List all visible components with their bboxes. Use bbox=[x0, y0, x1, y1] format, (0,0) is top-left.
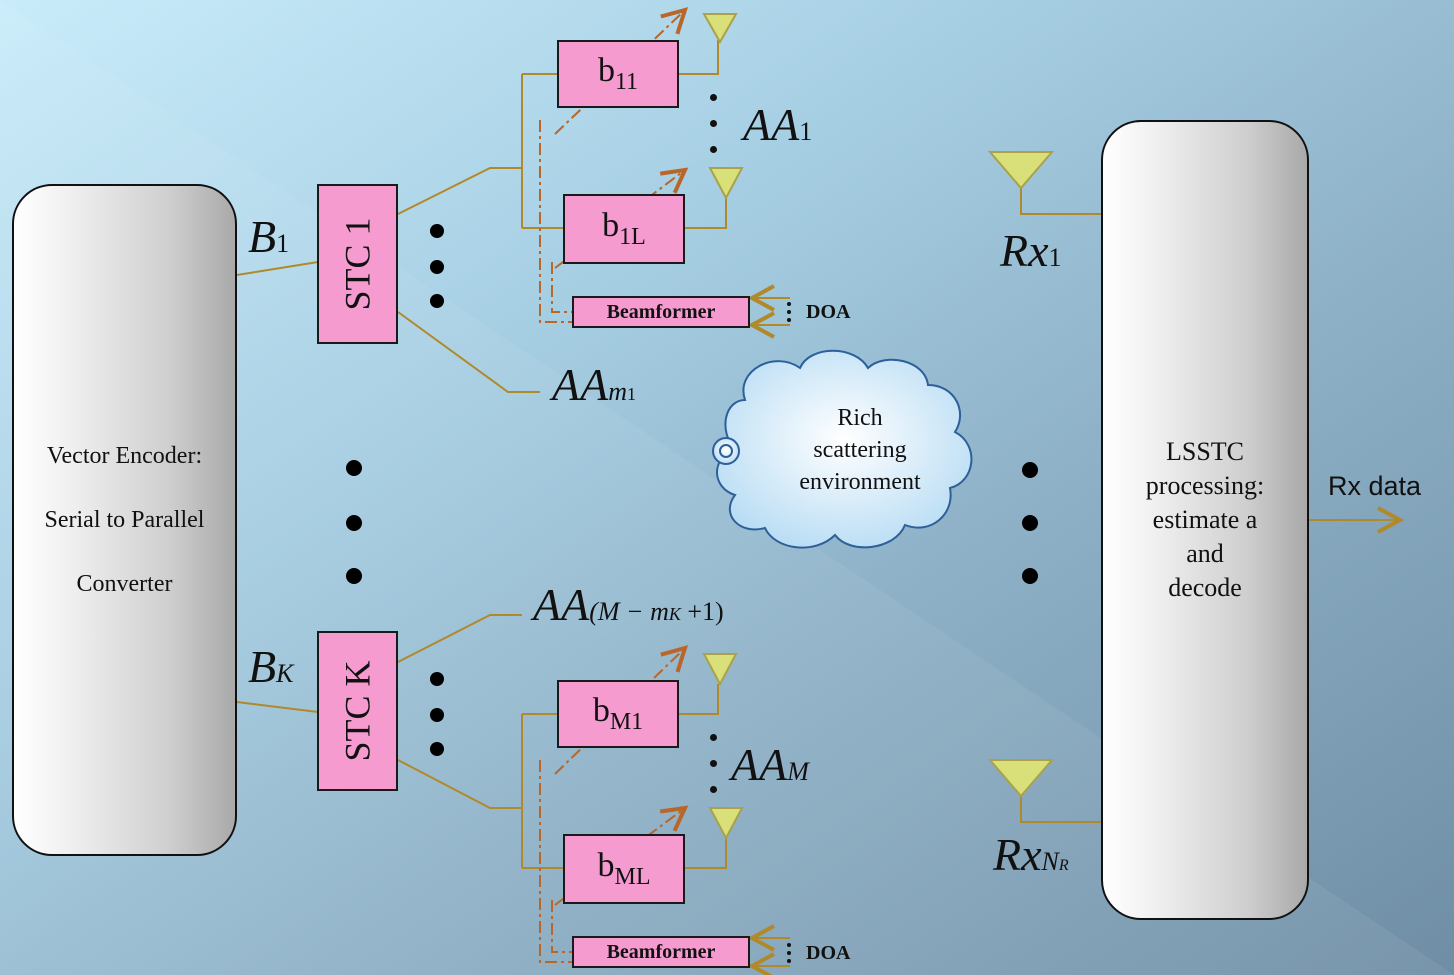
ellipsis-dot bbox=[710, 760, 717, 767]
weight-b1l-block: b1L bbox=[563, 194, 685, 264]
ellipsis-dot bbox=[1022, 462, 1038, 478]
wiring bbox=[236, 40, 1400, 966]
lsstc-processing-block: LSSTC processing: estimate a and decode bbox=[1101, 120, 1309, 920]
rx-data-label: Rx data bbox=[1328, 471, 1422, 501]
ellipsis-dot bbox=[430, 224, 444, 238]
stream-bk-label: BK bbox=[248, 641, 294, 692]
ellipsis-dot bbox=[787, 310, 791, 314]
beamformer-1-label: Beamformer bbox=[606, 300, 716, 323]
lsstc-line-2: processing: bbox=[1145, 471, 1265, 500]
ellipsis-dot bbox=[430, 742, 444, 756]
stc-1-block: STC 1 bbox=[317, 184, 398, 344]
lsstc-line-3: estimate a bbox=[1152, 505, 1258, 534]
antenna-array-aamk-label: AA(M − mK +1) bbox=[533, 579, 724, 630]
stc-k-block: STC K bbox=[317, 631, 398, 791]
antenna-array-aa1-label: AA1 bbox=[743, 99, 813, 150]
ellipsis-dot bbox=[787, 318, 791, 322]
beamformer-1-block: Beamformer bbox=[572, 296, 750, 328]
cloud-line-1: Rich bbox=[837, 405, 883, 431]
cloud-label: Rich scattering environment bbox=[770, 402, 950, 498]
ellipsis-dot bbox=[430, 294, 444, 308]
encoder-line-3: Converter bbox=[76, 571, 173, 597]
beamformer-k-label: Beamformer bbox=[606, 940, 716, 963]
stc-1-label: STC 1 bbox=[337, 217, 378, 311]
ellipsis-dot bbox=[346, 460, 362, 476]
stream-b1-label: B1 bbox=[248, 211, 290, 262]
rx-1-label: Rx1 bbox=[1000, 225, 1062, 276]
ellipsis-dot bbox=[710, 786, 717, 793]
vector-encoder-block: Vector Encoder: Serial to Parallel Conve… bbox=[12, 184, 237, 856]
weight-bm1-block: bM1 bbox=[557, 680, 679, 748]
antenna-icons bbox=[702, 13, 1055, 841]
antenna-array-aam1-label: AAm1 bbox=[552, 359, 636, 410]
ellipsis-dot bbox=[787, 302, 791, 306]
antenna-array-aam-label: AAM bbox=[731, 739, 809, 790]
ellipsis-dot bbox=[346, 515, 362, 531]
weight-b11-block: b11 bbox=[557, 40, 679, 108]
lsstc-line-5: decode bbox=[1168, 573, 1242, 602]
encoder-line-1: Vector Encoder: bbox=[46, 443, 203, 469]
weight-b1l-label: b1L bbox=[602, 207, 646, 250]
rx-nr-label: RxNR bbox=[993, 829, 1069, 880]
ellipsis-dot bbox=[710, 146, 717, 153]
ellipsis-dot bbox=[787, 951, 791, 955]
ellipsis-dot bbox=[710, 120, 717, 127]
ellipsis-dot bbox=[787, 959, 791, 963]
ellipsis-dot bbox=[430, 672, 444, 686]
weight-bm1-label: bM1 bbox=[592, 692, 644, 735]
scattering-cloud bbox=[712, 349, 973, 549]
ellipsis-dot bbox=[1022, 515, 1038, 531]
encoder-line-2: Serial to Parallel bbox=[44, 507, 205, 533]
doa-label-k: DOA bbox=[806, 942, 851, 964]
beamformer-k-block: Beamformer bbox=[572, 936, 750, 968]
ellipsis-dot bbox=[346, 568, 362, 584]
doa-label-1: DOA bbox=[806, 301, 851, 323]
ellipsis-dot bbox=[710, 734, 717, 741]
weight-bml-label: bML bbox=[597, 847, 651, 890]
ellipsis-dot bbox=[710, 94, 717, 101]
ellipsis-dot bbox=[430, 260, 444, 274]
weight-bml-block: bML bbox=[563, 834, 685, 904]
ellipsis-dot bbox=[1022, 568, 1038, 584]
lsstc-line-4: and bbox=[1186, 539, 1224, 568]
cloud-line-3: environment bbox=[799, 469, 921, 495]
cloud-line-2: scattering bbox=[813, 437, 907, 463]
stc-k-label: STC K bbox=[337, 660, 378, 762]
weight-b11-label: b11 bbox=[597, 52, 639, 95]
ellipsis-dot bbox=[430, 708, 444, 722]
ellipsis-dot bbox=[787, 943, 791, 947]
lsstc-line-1: LSSTC bbox=[1165, 437, 1245, 466]
